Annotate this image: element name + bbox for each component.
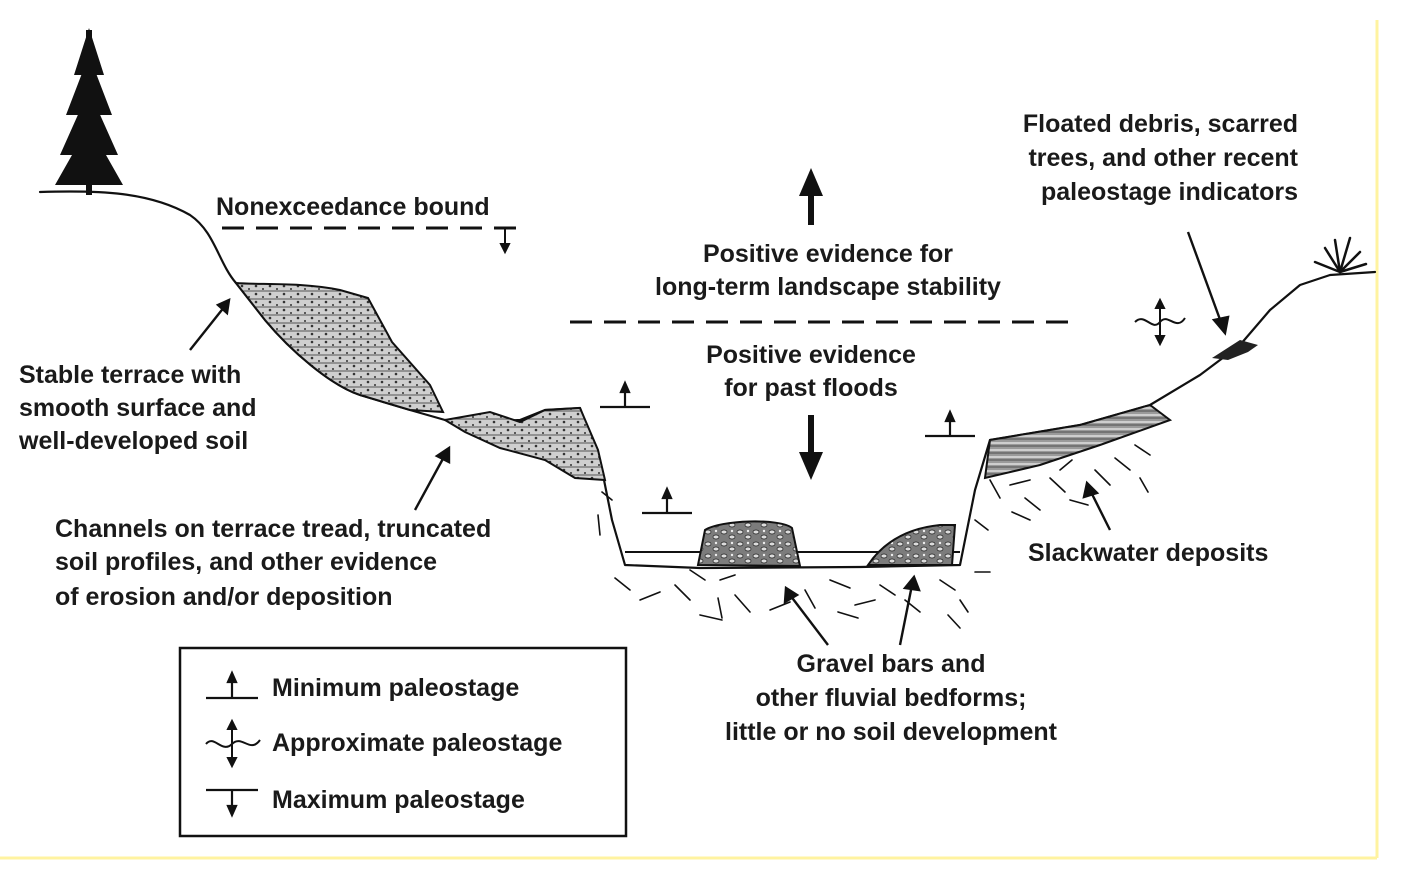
legend-box [178, 646, 628, 838]
gravel-bar-right [866, 524, 957, 566]
past-floods-label-line2: for past floods [724, 374, 898, 402]
down-arrow-icon [799, 415, 823, 480]
minimum-paleostage-marker-3 [925, 409, 975, 438]
nonexceedance-label: Nonexceedance bound [216, 193, 490, 221]
stable-terrace-label-line1: Stable terrace with [19, 361, 241, 389]
shrub-icon [1313, 236, 1368, 274]
long-term-label-line2: long-term landscape stability [655, 273, 1001, 301]
legend-approximate-label: Approximate paleostage [272, 729, 562, 757]
gravel-bars-label-line2: other fluvial bedforms; [756, 684, 1027, 712]
gravel-bars-label-line1: Gravel bars and [797, 650, 986, 678]
minimum-paleostage-marker-2 [642, 486, 692, 515]
minimum-paleostage-marker-1 [600, 380, 650, 409]
legend-minimum-symbol [206, 670, 258, 700]
middle-terrace-deposit [442, 406, 607, 482]
floated-debris-icon [1212, 340, 1258, 360]
maximum-paleostage-marker [499, 228, 511, 255]
legend-maximum-label: Maximum paleostage [272, 786, 525, 814]
bedrock-marks [597, 444, 1151, 629]
channels-label-line1: Channels on terrace tread, truncated [55, 515, 491, 543]
legend: Minimum paleostage Approximate paleostag… [178, 646, 628, 838]
floated-debris-label-line3: paleostage indicators [1041, 178, 1298, 206]
legend-maximum-symbol [206, 788, 258, 818]
channels-label-line2: soil profiles, and other evidence [55, 548, 437, 576]
conifer-tree-icon [55, 28, 123, 195]
channels-label-line3: of erosion and/or deposition [55, 583, 393, 611]
gravel-bars-label-line3: little or no soil development [725, 718, 1058, 746]
up-arrow-icon [799, 168, 823, 225]
gravel-bar-center [696, 520, 802, 568]
stable-terrace-label-line3: well-developed soil [18, 427, 248, 455]
floated-debris-label-line1: Floated debris, scarred [1023, 110, 1298, 138]
stable-terrace-label-line2: smooth surface and [19, 394, 257, 422]
slackwater-deposit [983, 403, 1173, 480]
legend-approximate-symbol [205, 718, 261, 769]
past-floods-label-line1: Positive evidence [706, 341, 916, 369]
callout-arrows [189, 231, 1230, 646]
floated-debris-label-line2: trees, and other recent [1028, 144, 1298, 172]
stable-terrace-deposit [233, 281, 445, 414]
legend-minimum-label: Minimum paleostage [272, 674, 519, 702]
long-term-label-line1: Positive evidence for [703, 240, 953, 268]
slackwater-label: Slackwater deposits [1028, 539, 1268, 567]
approximate-paleostage-marker [1134, 297, 1186, 347]
